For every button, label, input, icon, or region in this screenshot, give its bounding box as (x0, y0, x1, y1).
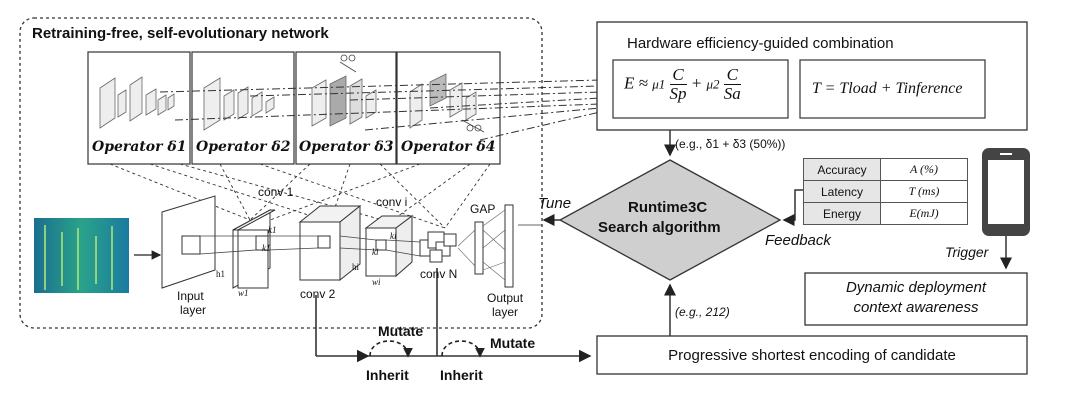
dynamic-box (804, 272, 1028, 326)
encoding-label: Progressive shortest encoding of candida… (668, 347, 956, 364)
operator-3-label: Operator δ3 (299, 139, 394, 155)
tune-label: Tune (538, 195, 572, 212)
conv2-block (298, 204, 362, 282)
spectrogram (34, 218, 129, 293)
gap-label: GAP (470, 202, 496, 216)
hw-title: Hardware efficiency-guided combination (627, 35, 894, 52)
e-formula: E ≈ μ1 C Sp + μ2 C Sa (624, 66, 741, 103)
fraction-2-den: Sa (723, 83, 741, 103)
operator-1-sketch (99, 76, 175, 129)
plus-sign: + (690, 73, 707, 93)
encoding-box (596, 335, 1028, 375)
t-formula-box (799, 59, 986, 119)
gap-output (457, 204, 514, 288)
operator-to-hw-lines (159, 79, 601, 141)
k1-label-a: k1 (268, 225, 277, 235)
k1-label-b: k1 (262, 243, 271, 253)
runtime-title: Runtime3C (628, 199, 708, 216)
convN-label: conv N (420, 267, 458, 281)
table-row: Energy E(mJ) (803, 202, 968, 225)
conv2-label: conv 2 (300, 287, 336, 301)
input-layer-label-2: layer (180, 303, 207, 317)
wi-label: wi (372, 277, 381, 287)
table-row: Latency T (ms) (803, 180, 968, 203)
e-formula-box (612, 59, 789, 119)
operator-to-network-lines (109, 163, 491, 229)
inherit-label-1: Inherit (366, 367, 409, 383)
metric-unit: A (%) (880, 158, 968, 181)
w1-label: w1 (238, 288, 249, 298)
operator-4-sketch (409, 73, 485, 133)
ki-label-a: ki (390, 231, 397, 241)
metric-unit: T (ms) (880, 180, 968, 203)
metric-name: Latency (803, 180, 881, 203)
fraction-1-num: C (669, 66, 687, 85)
convN-block (419, 231, 457, 263)
operator-4-label: Operator δ4 (401, 139, 496, 155)
dynamic-label-1: Dynamic deployment (845, 279, 987, 296)
convi-label: conv i (376, 195, 408, 209)
table-row: Accuracy A (%) (803, 158, 968, 181)
example-combo: (e.g., δ1 + δ3 (50%)) (675, 137, 786, 151)
output-layer-label-2: layer (492, 305, 519, 319)
fraction-1: C Sp (669, 66, 687, 103)
h1-label: h1 (216, 269, 225, 279)
search-diamond (558, 159, 782, 281)
input-layer-label-1: Input (177, 289, 204, 303)
network-frame (19, 17, 543, 329)
dynamic-label-2: context awareness (853, 299, 979, 316)
trigger-label: Trigger (945, 244, 989, 260)
network-title: Retraining-free, self-evolutionary netwo… (32, 25, 329, 42)
evolution-lines (315, 268, 592, 363)
mu1: μ1 (652, 76, 666, 92)
metrics-table: Accuracy A (%) Latency T (ms) Energy E(m… (803, 158, 968, 225)
metric-name: Energy (803, 202, 881, 225)
example-code: (e.g., 212) (675, 305, 730, 319)
feedback-label: Feedback (765, 232, 831, 249)
conv1-block (232, 209, 276, 289)
fraction-2-num: C (723, 66, 741, 85)
fraction-2: C Sa (723, 66, 741, 103)
output-layer-label-1: Output (487, 291, 524, 305)
mu2: μ2 (706, 76, 720, 92)
inherit-label-2: Inherit (440, 367, 483, 383)
mutate-label-2: Mutate (490, 335, 536, 351)
ki-label-b: ki (372, 247, 379, 257)
operator-2-label: Operator δ2 (196, 139, 291, 155)
t-formula: T = Tload + Tinference (812, 80, 963, 97)
search-title: Search algorithm (598, 219, 721, 236)
mutate-label-1: Mutate (378, 323, 424, 339)
e-lhs: E ≈ (624, 73, 653, 93)
input-layer-shape (161, 195, 216, 289)
hi-label: hi (352, 262, 360, 272)
mutate-loops (369, 340, 485, 358)
metric-name: Accuracy (803, 158, 881, 181)
phone-icon (982, 148, 1030, 236)
metric-unit: E(mJ) (880, 202, 968, 225)
conv1-label: conv 1 (258, 185, 294, 199)
operator-1-label: Operator δ1 (92, 139, 187, 155)
fraction-1-den: Sp (669, 83, 687, 103)
convi-block (364, 215, 414, 278)
